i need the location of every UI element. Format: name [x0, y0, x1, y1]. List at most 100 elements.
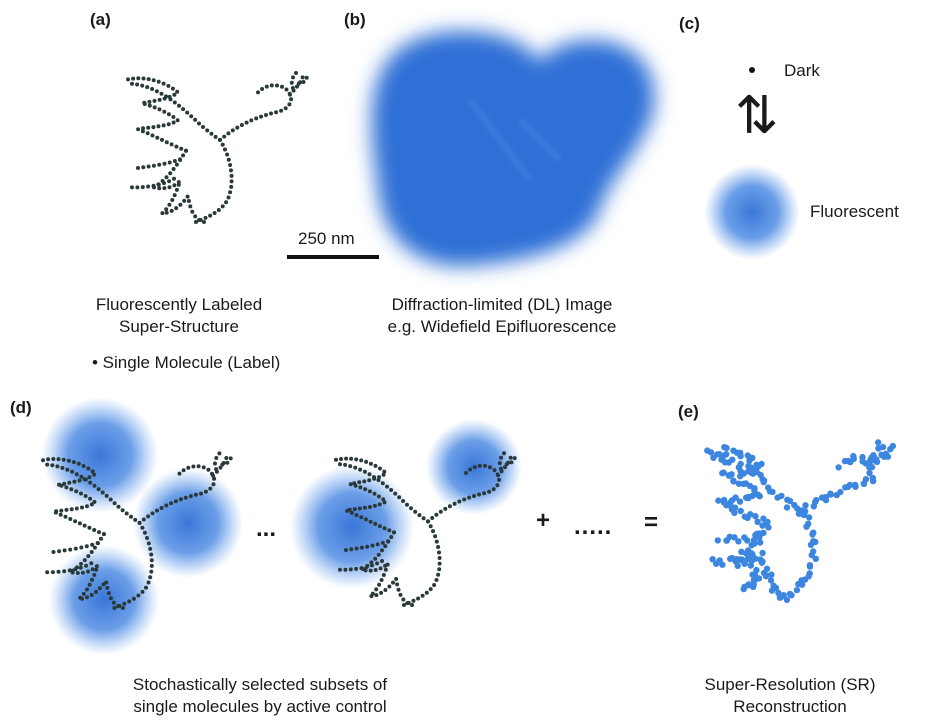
- label-dot: [416, 597, 420, 601]
- label-dot: [784, 597, 790, 603]
- label-dot: [94, 590, 98, 594]
- label-dot: [160, 138, 164, 142]
- label-dot: [131, 77, 135, 81]
- label-dot: [426, 519, 430, 523]
- label-dot: [136, 166, 140, 170]
- label-dot: [358, 507, 362, 511]
- label-dot: [172, 93, 176, 97]
- label-dot: [354, 457, 358, 461]
- label-dot: [142, 77, 146, 81]
- caption-a-line2: Super-Structure: [84, 316, 274, 338]
- label-dot: [212, 482, 216, 486]
- label-dot: [438, 556, 442, 560]
- label-dot: [84, 478, 88, 482]
- label-dot: [363, 506, 367, 510]
- label-dot: [288, 93, 292, 97]
- label-dot: [723, 445, 729, 451]
- label-dot: [147, 581, 151, 585]
- label-dot: [395, 582, 399, 586]
- label-dot: [90, 578, 94, 582]
- label-dot: [172, 183, 176, 187]
- label-dot: [57, 570, 61, 574]
- label-dot: [97, 530, 101, 534]
- label-dot: [214, 456, 218, 460]
- label-dot: [178, 203, 182, 207]
- label-dot: [737, 453, 743, 459]
- label-dot: [757, 539, 763, 545]
- label-dot: [401, 598, 405, 602]
- label-dot: [87, 526, 91, 530]
- label-dot: [715, 537, 721, 543]
- label-dot: [107, 591, 111, 595]
- label-dot: [168, 185, 172, 189]
- label-dot: [729, 457, 735, 463]
- label-dot: [193, 118, 197, 122]
- label-dot: [478, 464, 482, 468]
- label-dot: [224, 200, 228, 204]
- label-dot: [69, 487, 73, 491]
- label-dot: [430, 516, 434, 520]
- label-dot: [109, 498, 113, 502]
- label-dot: [373, 522, 377, 526]
- caption-b-line2: e.g. Widefield Epifluorescence: [352, 316, 652, 338]
- label-dot: [59, 513, 63, 517]
- label-dot: [52, 550, 56, 554]
- label-dot: [377, 553, 381, 557]
- label-dot: [345, 509, 349, 513]
- label-dot: [505, 462, 509, 466]
- label-dot: [374, 568, 378, 572]
- label-dot: [80, 506, 84, 510]
- label-dot: [405, 503, 409, 507]
- label-dot: [349, 482, 353, 486]
- label-dot: [364, 460, 368, 464]
- label-dot: [172, 177, 176, 181]
- label-dot: [392, 530, 396, 534]
- label-dot: [173, 159, 177, 163]
- label-dot: [850, 453, 856, 459]
- label-dot: [189, 494, 193, 498]
- label-dot: [358, 468, 362, 472]
- label-dot: [349, 567, 353, 571]
- label-dot: [425, 591, 429, 595]
- caption-e-line2: Reconstruction: [660, 696, 920, 718]
- label-dot: [339, 457, 343, 461]
- label-dot: [374, 464, 378, 468]
- label-dot: [383, 544, 387, 548]
- label-dot: [363, 470, 367, 474]
- label-dot: [51, 457, 55, 461]
- active-molecule-blob-2: [133, 468, 243, 578]
- label-dot: [509, 456, 513, 460]
- label-dot: [413, 510, 417, 514]
- label-dot: [82, 592, 86, 596]
- label-dot: [55, 464, 59, 468]
- label-dot: [79, 546, 83, 550]
- label-dot: [819, 494, 825, 500]
- label-dot: [738, 549, 744, 555]
- label-dot: [393, 492, 397, 496]
- label-dot: [738, 508, 744, 514]
- label-dot: [149, 570, 153, 574]
- label-dot: [249, 118, 253, 122]
- label-dot: [171, 115, 175, 119]
- label-dot: [364, 568, 368, 572]
- label-dot: [399, 593, 403, 597]
- label-dot: [365, 565, 369, 569]
- label-dot: [189, 114, 193, 118]
- label-dot: [179, 147, 183, 151]
- label-dot: [433, 534, 437, 538]
- label-dot: [170, 198, 174, 202]
- label-dot: [45, 463, 49, 467]
- label-dot: [92, 573, 96, 577]
- label-dot: [861, 480, 867, 486]
- label-dot: [121, 606, 125, 610]
- label-dot: [389, 488, 393, 492]
- label-dot: [256, 90, 260, 94]
- ellipsis-between-frames: ...: [256, 515, 276, 543]
- label-dot: [468, 468, 472, 472]
- label-dot: [88, 583, 92, 587]
- label-dot: [372, 475, 376, 479]
- label-dot: [432, 583, 436, 587]
- label-dot: [719, 470, 725, 476]
- label-dot: [870, 452, 876, 458]
- label-dot: [715, 497, 721, 503]
